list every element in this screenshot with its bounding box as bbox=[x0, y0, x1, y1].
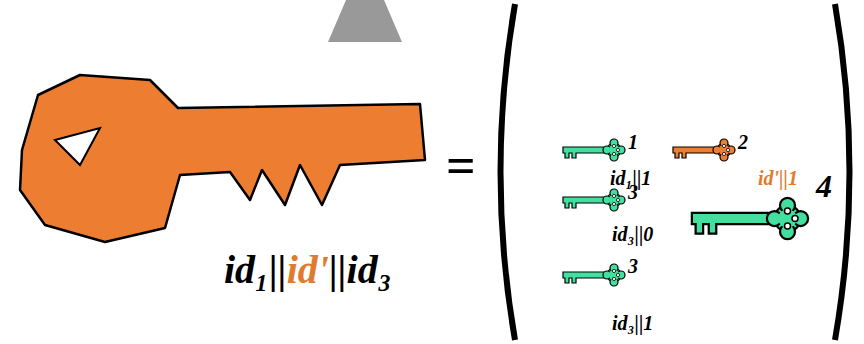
key-identity: id'||1 bbox=[758, 168, 798, 188]
big-key bbox=[20, 75, 425, 242]
key-identity: id₃||1 bbox=[612, 313, 653, 333]
key-number: 4 bbox=[816, 170, 832, 202]
key-number: 3 bbox=[628, 182, 638, 202]
small-key bbox=[673, 139, 735, 161]
label-row: id₁||id'||id₃ bbox=[224, 250, 392, 290]
right-bracket bbox=[835, 4, 850, 340]
key-identity: id' bbox=[287, 247, 329, 292]
equals-sign: = bbox=[446, 140, 476, 192]
small-key bbox=[563, 264, 625, 286]
small-key bbox=[563, 189, 625, 211]
key-identity: id₁|| bbox=[224, 247, 287, 292]
small-key bbox=[563, 139, 625, 161]
pointer-shape bbox=[328, 0, 402, 42]
left-bracket bbox=[501, 4, 516, 340]
key-number: 2 bbox=[738, 132, 748, 152]
large-key bbox=[692, 198, 808, 239]
key-identity: id₃||0 bbox=[612, 224, 653, 244]
key-number: 1 bbox=[628, 132, 638, 152]
key-identity: ||id₃ bbox=[329, 247, 392, 292]
key-hole bbox=[55, 128, 100, 165]
key-number: 3 bbox=[628, 256, 638, 276]
